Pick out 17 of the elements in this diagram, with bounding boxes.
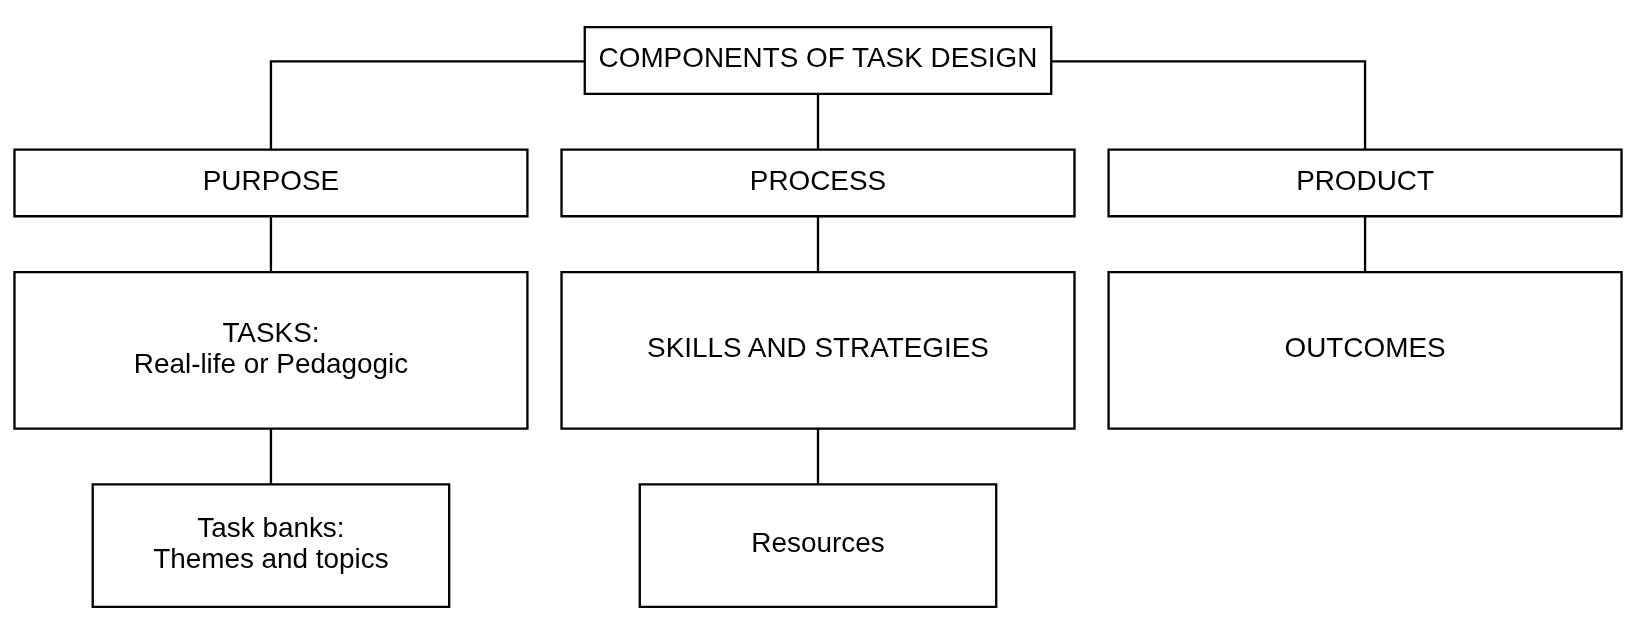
node-box: COMPONENTS OF TASK DESIGN [583, 25, 1053, 95]
connector [269, 215, 273, 272]
node-box: PRODUCT [1107, 147, 1623, 217]
connector [816, 215, 820, 272]
node-box: PURPOSE [13, 147, 529, 217]
connector [269, 428, 273, 484]
connector [1363, 215, 1367, 272]
connector [816, 93, 820, 150]
node-box: OUTCOMES [1107, 270, 1623, 430]
connector [269, 59, 585, 149]
node-box: SKILLS AND STRATEGIES [560, 270, 1076, 430]
connector [1051, 59, 1367, 149]
node-box: Task banks: Themes and topics [91, 482, 451, 608]
node-box: TASKS: Real-life or Pedagogic [13, 270, 529, 430]
connector [816, 428, 820, 484]
node-box: Resources [638, 482, 998, 608]
node-box: PROCESS [560, 147, 1076, 217]
